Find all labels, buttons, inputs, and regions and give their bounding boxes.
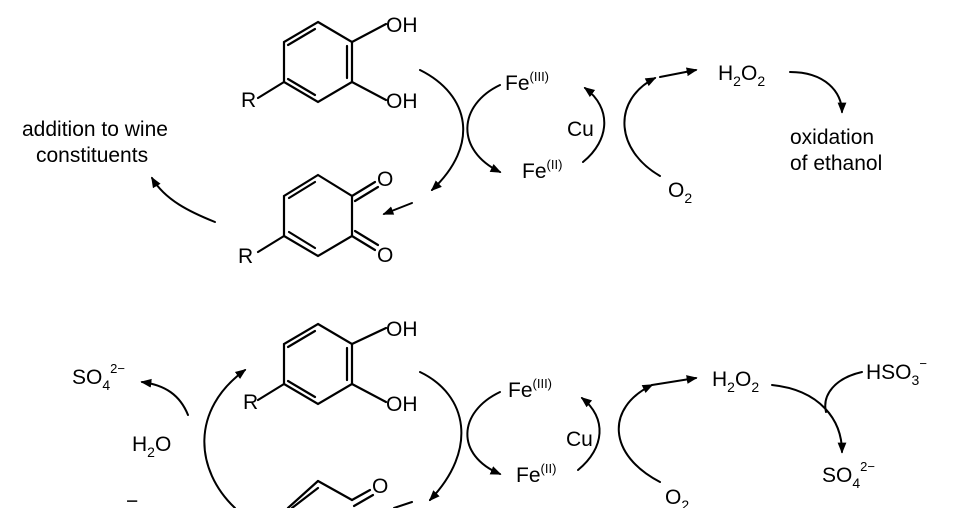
catechol-r-group: R — [241, 89, 256, 112]
quinone-arrow-short-b — [393, 501, 413, 508]
fe-iii-label-top: Fe(III) — [505, 69, 549, 95]
fe-ii-label-top: Fe(II) — [522, 157, 562, 183]
so4-left-arrow — [140, 378, 189, 416]
h2o-label: H2O — [132, 433, 171, 460]
catechol-oh-bottom: OH — [386, 90, 418, 113]
fe-ii-label-bottom: Fe(II) — [516, 461, 556, 487]
so4-label-right: SO42− — [822, 459, 875, 491]
bottom-cycle: OH OH R O Fe(III) Fe(II) Cu O2 H2O2 H2O — [72, 318, 927, 508]
catechol-to-quinone-arrow — [419, 69, 465, 192]
quinone-structure-bottom: O — [286, 475, 388, 508]
hso3-join-arrow — [824, 371, 863, 413]
catechol-oh-top: OH — [386, 14, 418, 37]
cu-label-bottom: Cu — [566, 428, 593, 451]
so4-label-left: SO42− — [72, 361, 125, 393]
fe-iii-label-bottom: Fe(III) — [508, 376, 552, 402]
h2o2-label-bottom: H2O2 — [712, 368, 759, 395]
catechol-r-group-b: R — [243, 391, 258, 414]
cu-label-top: Cu — [567, 118, 594, 141]
h2o2-straight-arrow-bottom — [651, 375, 698, 386]
h2o2-straight-arrow-top — [659, 67, 698, 78]
o2-to-h2o2-arrow-b — [617, 384, 661, 483]
hso3-label: HSO3− — [866, 356, 927, 388]
quinone-o-top: O — [377, 168, 393, 191]
top-cycle: OH OH R O O R Fe(III) Fe(II) — [22, 14, 882, 268]
catechol-structure-top: OH OH R — [241, 14, 418, 113]
quinone-arrow-short — [382, 202, 413, 215]
catechol-structure-bottom: OH OH R — [243, 318, 418, 416]
catechol-oh-top-b: OH — [386, 318, 418, 341]
fe3-to-fe2-arrow-b — [466, 391, 502, 475]
fe2-to-fe3-cu-arrow — [582, 87, 606, 163]
addition-label-line2: constituents — [36, 144, 148, 167]
catechol-oh-bottom-b: OH — [386, 393, 418, 416]
h2o2-to-so4-arrow — [771, 384, 847, 454]
quinone-r-group: R — [238, 245, 253, 268]
quinone-addition-arrow — [151, 176, 216, 223]
sulfite-reduction-arrow — [203, 369, 247, 508]
o2-label-bottom: O2 — [665, 486, 689, 508]
oxidation-label-line2: of ethanol — [790, 152, 882, 175]
h2o2-to-ethanol-arrow — [789, 71, 847, 114]
catechol-to-quinone-arrow-b — [419, 371, 463, 502]
o2-to-h2o2-arrow — [623, 77, 661, 177]
quinone-o-bottom: O — [377, 244, 393, 267]
oxidation-label-line1: oxidation — [790, 126, 874, 149]
o2-label-top: O2 — [668, 179, 692, 206]
h2o2-label-top: H2O2 — [718, 62, 765, 89]
addition-label-line1: addition to wine — [22, 118, 168, 141]
quinone-structure-top: O O R — [238, 168, 393, 268]
fe3-to-fe2-arrow — [466, 84, 502, 173]
fe2-to-fe3-cu-arrow-b — [577, 396, 601, 471]
bisulfite-fragment-left: − — [126, 490, 138, 508]
quinone-o-top-b: O — [372, 475, 388, 498]
